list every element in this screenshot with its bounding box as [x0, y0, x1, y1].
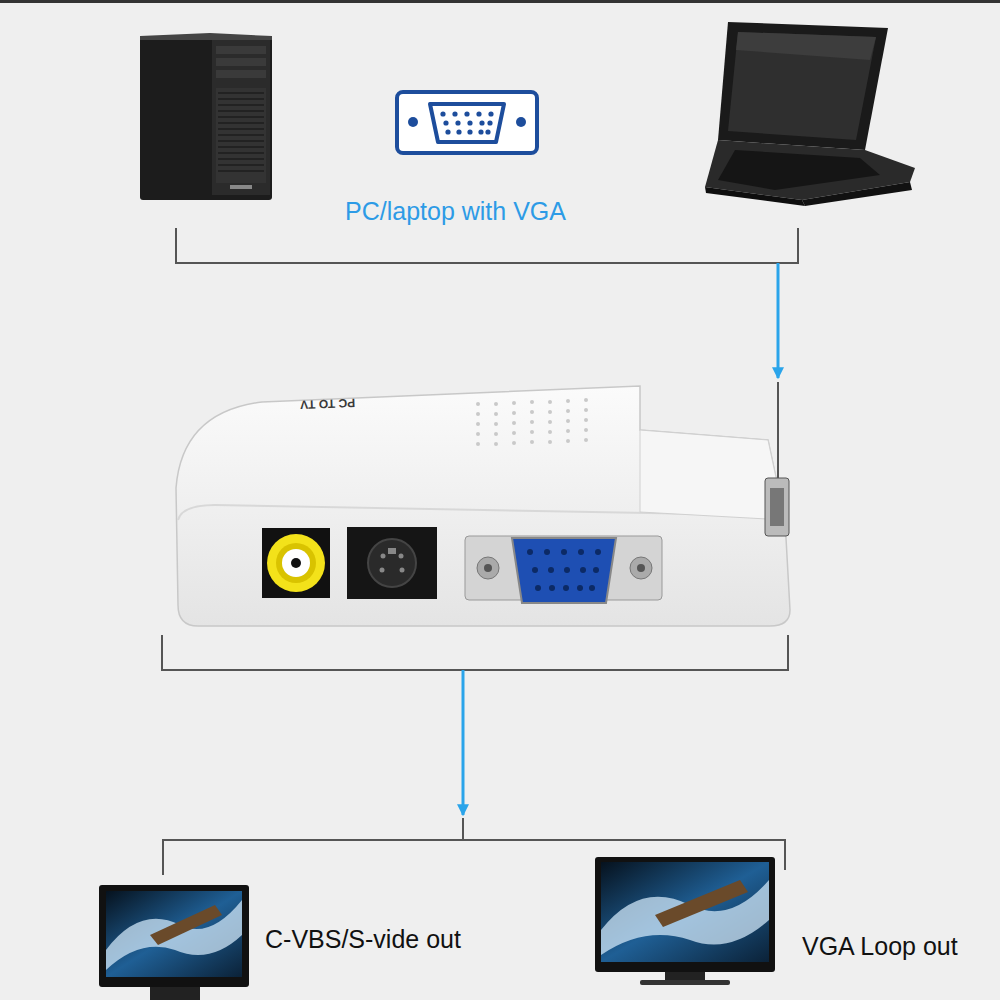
- vga-icon: [397, 92, 537, 153]
- pc-tower: [140, 33, 272, 200]
- wire: [462, 818, 464, 840]
- monitor: [99, 885, 249, 1000]
- output-label: VGA Loop out: [802, 932, 958, 961]
- top-border: [0, 0, 1000, 3]
- wire: [777, 382, 779, 478]
- bracket: [176, 228, 798, 263]
- output-label: C-VBS/S-vide out: [265, 925, 461, 954]
- device-marking: PC TO TV: [300, 395, 356, 411]
- bracket: [162, 635, 788, 670]
- input-label: PC/laptop with VGA: [345, 197, 566, 226]
- converter-box: [176, 386, 790, 626]
- monitor: [595, 857, 775, 985]
- laptop: [705, 22, 915, 206]
- flow-arrow: [777, 263, 780, 378]
- flow-arrow: [462, 670, 465, 815]
